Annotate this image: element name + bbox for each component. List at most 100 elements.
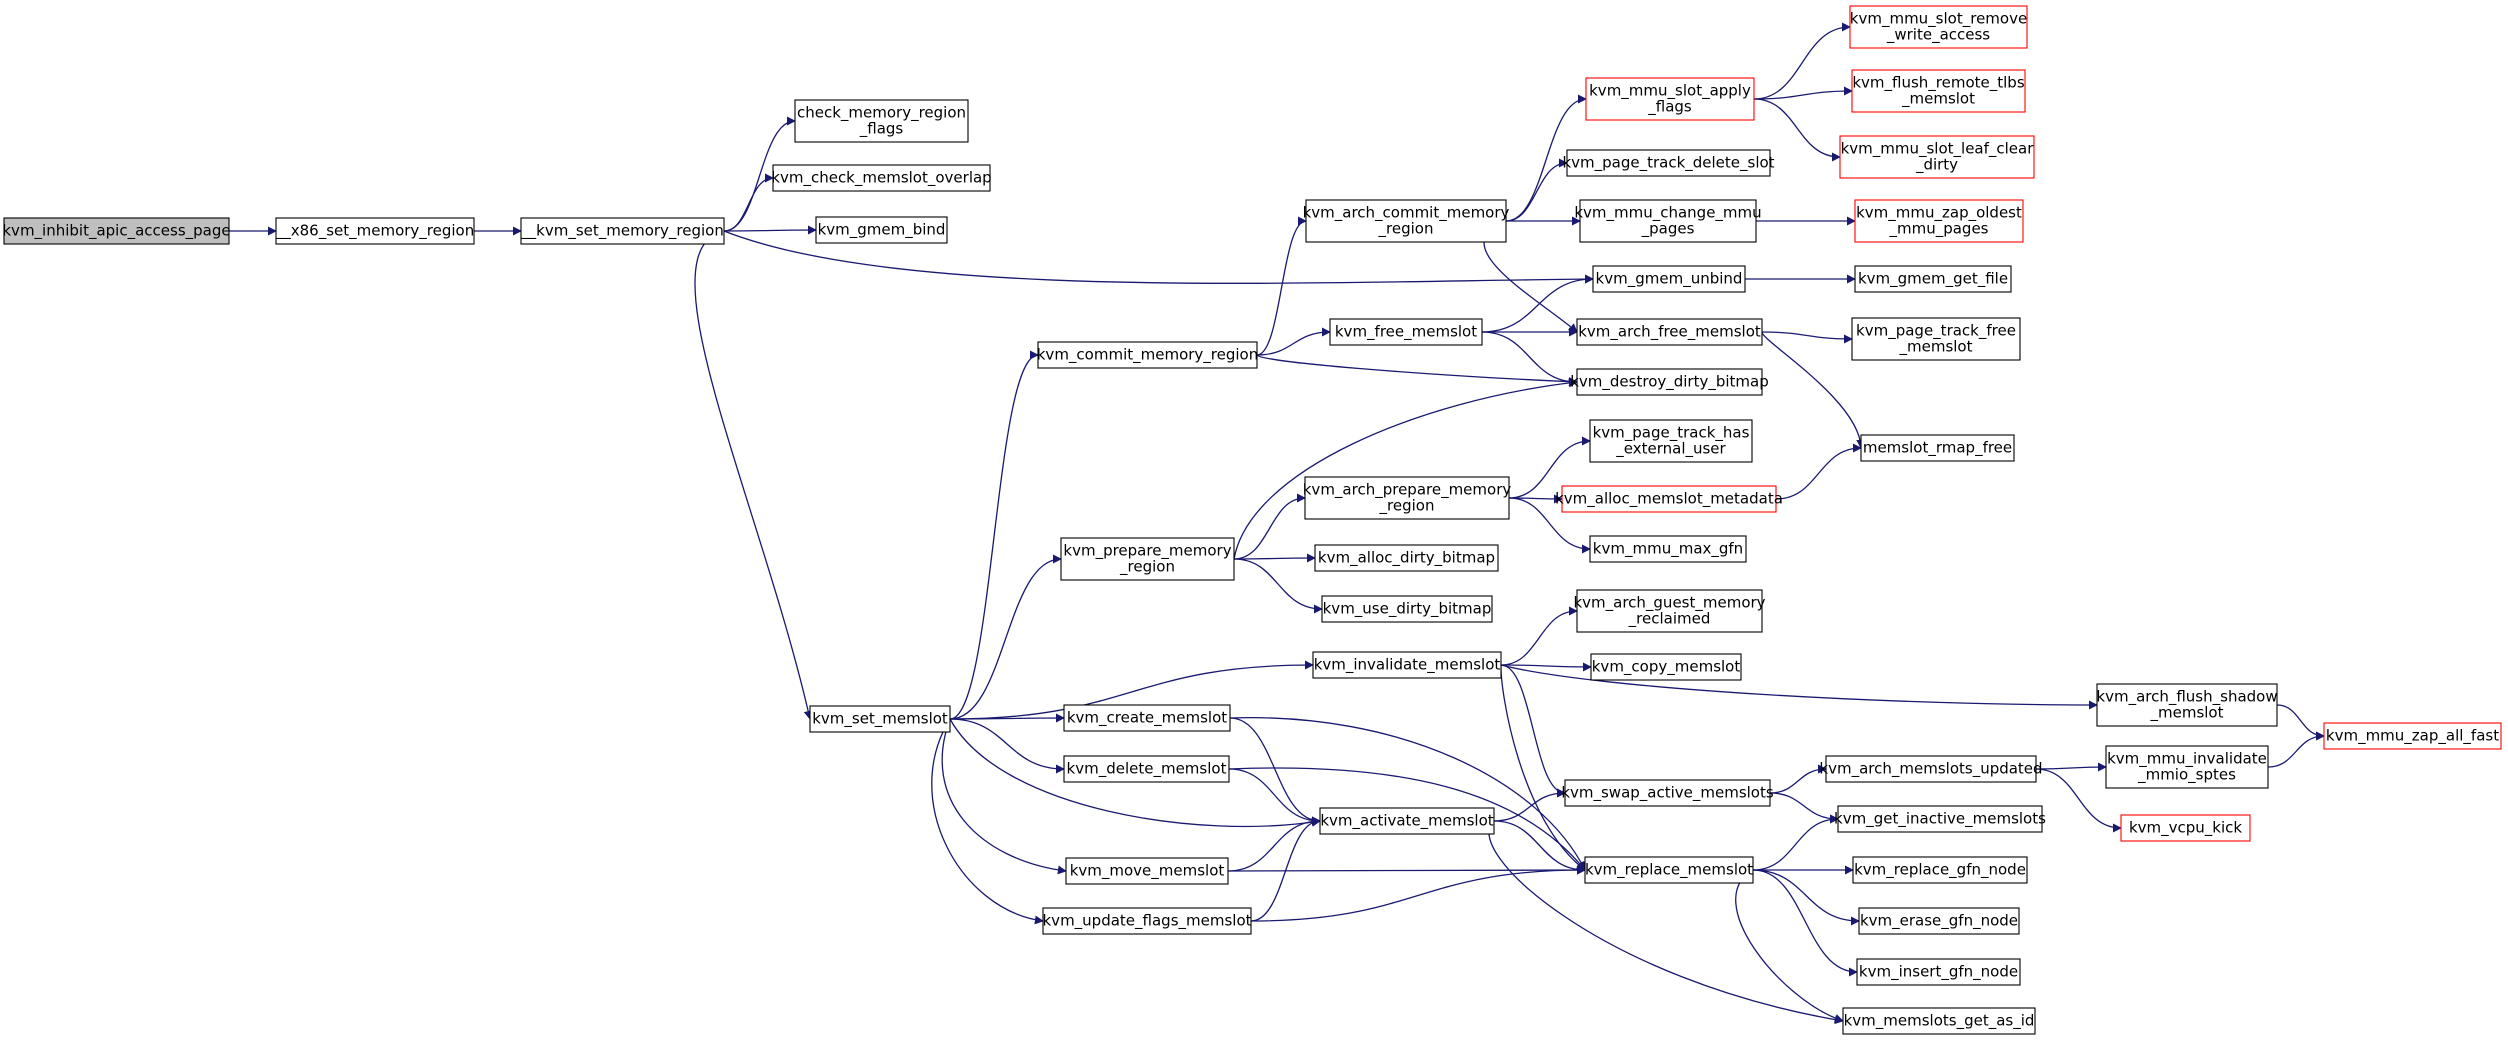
edge-kvm_activate_memslot-to-kvm_memslots_get_as_id [1488,820,1844,1025]
node-kvm_arch_free_memslot[interactable]: kvm_arch_free_memslot [1576,318,1763,346]
node-kvm_mmu_invalidate_mmio_sptes[interactable]: kvm_mmu_invalidate_mmio_sptes [2105,745,2269,789]
node-kvm_alloc_memslot_metadata[interactable]: kvm_alloc_memslot_metadata [1555,485,1783,513]
edge-kvm_set_memslot-to-kvm_activate_memslot [949,718,1321,828]
node-label: kvm_gmem_bind [818,221,946,240]
node-kvm_mmu_zap_all_fast[interactable]: kvm_mmu_zap_all_fast [2323,722,2502,750]
edge-kvm_commit_memory_region-to-kvm_destroy_dirty_bitmap [1256,354,1578,387]
node-kvm_insert_gfn_node[interactable]: kvm_insert_gfn_node [1856,958,2021,986]
node-kvm_alloc_dirty_bitmap[interactable]: kvm_alloc_dirty_bitmap [1314,544,1499,572]
node-kvm_gmem_unbind[interactable]: kvm_gmem_unbind [1592,265,1746,293]
node-label: kvm_mmu_zap_oldest [1856,204,2022,223]
node-kvm_use_dirty_bitmap[interactable]: kvm_use_dirty_bitmap [1321,595,1493,623]
node-label: kvm_copy_memslot [1592,658,1741,677]
edge-kvm_arch_commit_memory_region-to-kvm_page_track_delete_slot [1505,158,1568,222]
node-label: kvm_arch_flush_shadow [2096,688,2277,707]
node-kvm_destroy_dirty_bitmap[interactable]: kvm_destroy_dirty_bitmap [1570,368,1769,396]
edge-kvm_mmu_invalidate_mmio_sptes-to-kvm_mmu_zap_all_fast [2267,731,2325,768]
node-label: kvm_check_memslot_overlap [771,169,991,188]
node-label: kvm_free_memslot [1335,323,1477,342]
node-label: _memslot [1901,90,1975,109]
node-kvm_activate_memslot[interactable]: kvm_activate_memslot [1319,807,1495,835]
node-kvm_page_track_delete_slot[interactable]: kvm_page_track_delete_slot [1562,149,1775,177]
edge-kvm_arch_free_memslot-to-kvm_page_track_free_memslot [1761,331,1853,344]
node-label: kvm_destroy_dirty_bitmap [1570,373,1769,392]
node-kvm_commit_memory_region[interactable]: kvm_commit_memory_region [1037,341,1258,369]
node-kvm_mmu_max_gfn[interactable]: kvm_mmu_max_gfn [1589,535,1747,563]
node-kvm_update_flags_memslot[interactable]: kvm_update_flags_memslot [1042,907,1252,935]
node-label: kvm_delete_memslot [1067,760,1227,779]
node-kvm_mmu_slot_remove_write_access[interactable]: kvm_mmu_slot_remove_write_access [1849,5,2028,49]
edge-kvm_mmu_slot_apply_flags-to-kvm_mmu_slot_leaf_clear_dirty [1753,98,1841,162]
node-label: kvm_mmu_slot_leaf_clear [1841,140,2035,159]
node-__kvm_set_memory_region[interactable]: __kvm_set_memory_region [520,217,725,245]
node-kvm_page_track_free_memslot[interactable]: kvm_page_track_free_memslot [1851,317,2021,361]
node-kvm_page_track_has_external_user[interactable]: kvm_page_track_has_external_user [1589,419,1753,463]
node-kvm_replace_memslot[interactable]: kvm_replace_memslot [1584,856,1754,884]
node-kvm_replace_gfn_node[interactable]: kvm_replace_gfn_node [1852,856,2028,884]
node-label: kvm_use_dirty_bitmap [1323,600,1492,619]
node-kvm_flush_remote_tlbs_memslot[interactable]: kvm_flush_remote_tlbs_memslot [1851,69,2026,113]
node-kvm_gmem_bind[interactable]: kvm_gmem_bind [815,216,948,244]
node-label: kvm_mmu_slot_remove [1850,10,2027,29]
node-kvm_mmu_slot_leaf_clear_dirty[interactable]: kvm_mmu_slot_leaf_clear_dirty [1839,135,2035,179]
node-box [1579,199,1757,243]
edge-kvm_move_memslot-to-kvm_activate_memslot [1227,816,1321,872]
node-label: _region [1379,497,1435,516]
node-kvm_memslots_get_as_id[interactable]: kvm_memslots_get_as_id [1842,1007,2036,1035]
node-kvm_copy_memslot[interactable]: kvm_copy_memslot [1590,653,1742,681]
node-label: kvm_arch_prepare_memory [1303,481,1512,500]
node-kvm_arch_memslots_updated[interactable]: kvm_arch_memslots_updated [1819,755,2043,783]
node-box [1305,199,1507,243]
node-label: kvm_page_track_delete_slot [1562,154,1774,173]
node-kvm_arch_flush_shadow_memslot[interactable]: kvm_arch_flush_shadow_memslot [2096,683,2278,727]
node-kvm_invalidate_memslot[interactable]: kvm_invalidate_memslot [1312,651,1502,679]
node-label: _mmio_sptes [2137,766,2236,785]
node-box [1590,653,1742,681]
edge-kvm_set_memslot-to-kvm_invalidate_memslot [949,660,1314,720]
edge-kvm_update_flags_memslot-to-kvm_activate_memslot [1250,816,1321,922]
node-label: kvm_erase_gfn_node [1860,912,2018,931]
edge-kvm_move_memslot-to-kvm_replace_memslot [1227,865,1586,875]
node-label: kvm_swap_active_memslots [1561,784,1774,803]
edge-kvm_prepare_memory_region-to-kvm_use_dirty_bitmap [1233,558,1323,614]
node-label: kvm_insert_gfn_node [1859,963,2018,982]
node-box [1037,341,1258,369]
node-kvm_erase_gfn_node[interactable]: kvm_erase_gfn_node [1858,907,2020,935]
node-kvm_arch_guest_memory_reclaimed[interactable]: kvm_arch_guest_memory_reclaimed [1573,589,1766,633]
node-kvm_get_inactive_memslots[interactable]: kvm_get_inactive_memslots [1834,805,2046,833]
node-kvm_mmu_slot_apply_flags[interactable]: kvm_mmu_slot_apply_flags [1585,77,1755,121]
node-__x86_set_memory_region[interactable]: __x86_set_memory_region [275,217,475,245]
node-label: kvm_arch_commit_memory [1303,204,1510,223]
node-box [1584,856,1754,884]
node-box [1585,77,1755,121]
node-box [1592,265,1746,293]
node-kvm_create_memslot[interactable]: kvm_create_memslot [1063,704,1231,732]
node-kvm_free_memslot[interactable]: kvm_free_memslot [1329,318,1483,346]
node-kvm_swap_active_memslots[interactable]: kvm_swap_active_memslots [1561,779,1774,807]
node-box [1852,856,2028,884]
node-label: kvm_alloc_memslot_metadata [1555,490,1783,509]
node-kvm_mmu_change_mmu_pages[interactable]: kvm_mmu_change_mmu_pages [1574,199,1762,243]
node-kvm_gmem_get_file[interactable]: kvm_gmem_get_file [1854,265,2012,293]
node-check_memory_region_flags[interactable]: check_memory_region_flags [794,99,969,143]
node-box [1576,318,1763,346]
node-label: kvm_replace_gfn_node [1854,861,2026,880]
node-kvm_mmu_zap_oldest_mmu_pages[interactable]: kvm_mmu_zap_oldest_mmu_pages [1854,199,2024,243]
edge-kvm_free_memslot-to-kvm_destroy_dirty_bitmap [1481,331,1578,387]
node-kvm_prepare_memory_region[interactable]: kvm_prepare_memory_region [1060,537,1235,581]
node-kvm_arch_prepare_memory_region[interactable]: kvm_arch_prepare_memory_region [1303,476,1512,520]
node-kvm_vcpu_kick[interactable]: kvm_vcpu_kick [2120,814,2251,842]
node-box [1329,318,1483,346]
node-kvm_arch_commit_memory_region[interactable]: kvm_arch_commit_memory_region [1303,199,1510,243]
node-label: _flags [859,120,904,139]
node-label: kvm_activate_memslot [1320,812,1493,831]
node-memslot_rmap_free[interactable]: memslot_rmap_free [1860,434,2015,462]
node-kvm_check_memslot_overlap[interactable]: kvm_check_memslot_overlap [771,164,992,192]
node-label: kvm_mmu_max_gfn [1593,540,1743,559]
node-kvm_move_memslot[interactable]: kvm_move_memslot [1065,857,1229,885]
node-kvm_delete_memslot[interactable]: kvm_delete_memslot [1063,755,1230,783]
node-kvm_set_memslot[interactable]: kvm_set_memslot [809,705,951,733]
node-label: kvm_arch_free_memslot [1578,323,1761,342]
node-box [1589,419,1753,463]
edge-kvm_create_memslot-to-kvm_activate_memslot [1229,717,1321,826]
